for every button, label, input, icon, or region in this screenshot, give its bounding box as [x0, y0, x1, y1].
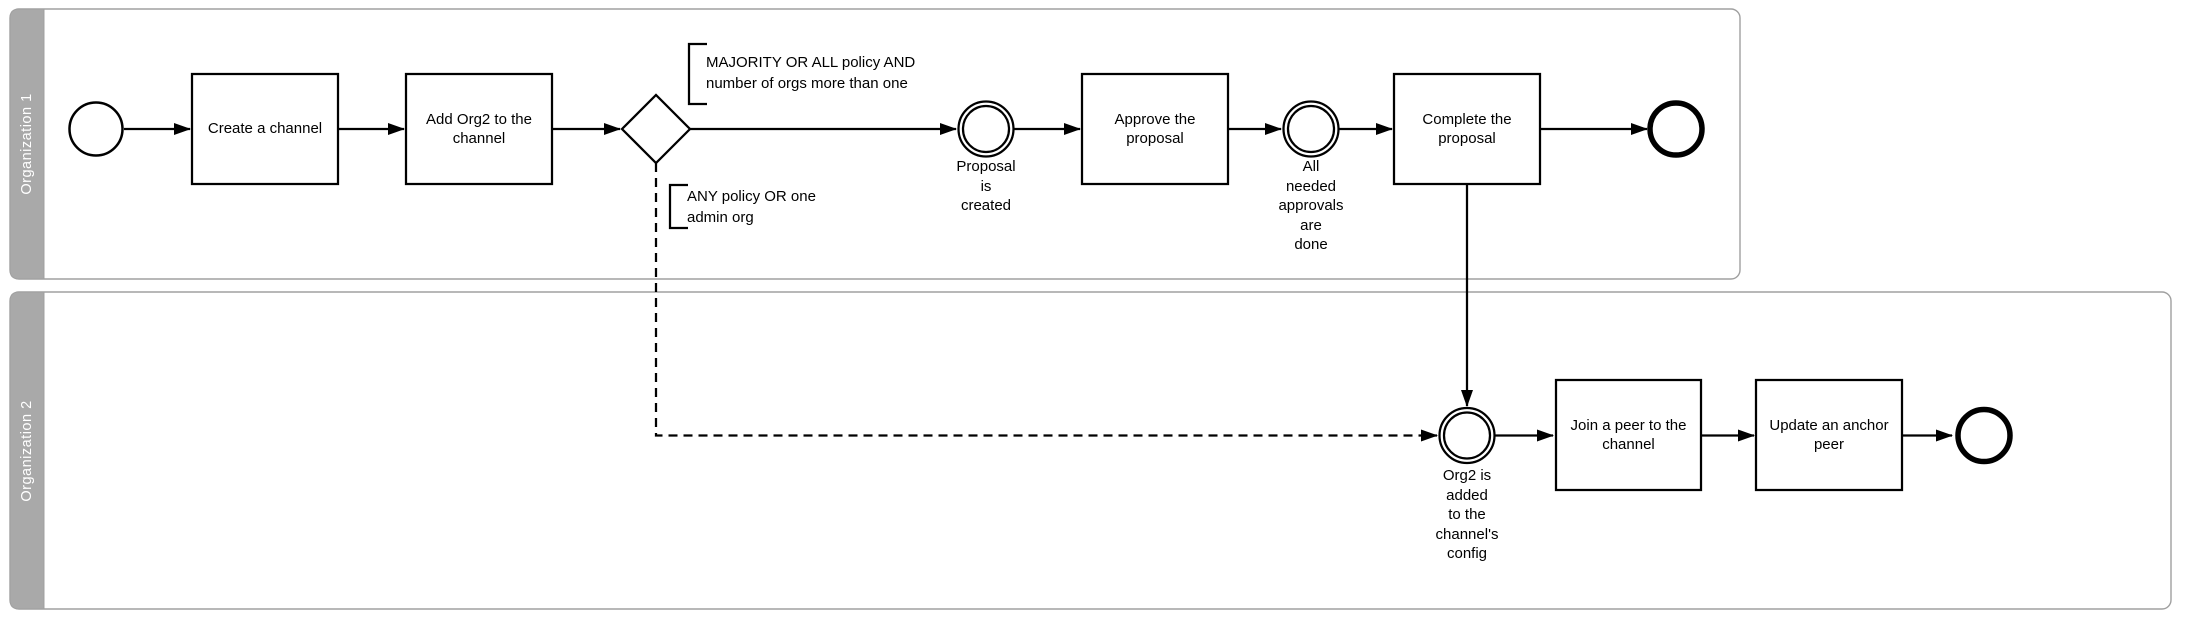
task-complete-proposal [1392, 72, 1542, 186]
lane-organization-1-label: Organization 1 [18, 93, 35, 195]
start-event [68, 101, 124, 157]
task-create-channel [190, 72, 340, 186]
gateway-policy-decision [620, 93, 692, 165]
task-add-org2-label: Add Org2 to the channel [426, 110, 532, 148]
flow-gateway-to-org2-added-dashed [654, 163, 1438, 442]
annotation-majority-policy: MAJORITY OR ALL policy AND number of org… [706, 54, 916, 92]
task-create-channel-label: Create a channel [207, 120, 323, 138]
task-approve-proposal [1080, 72, 1230, 186]
annotation-any-policy: ANY policy OR one admin org [687, 188, 816, 226]
task-update-anchor-peer-label: Update an anchor peer [1769, 416, 1889, 454]
end-event-org2 [1955, 406, 2013, 465]
task-update-anchor-peer [1754, 378, 1904, 492]
event-approvals-done-label: All needed approvals are done [1278, 158, 1344, 253]
lane-organization-2-label: Organization 2 [18, 400, 35, 502]
task-approve-proposal-label: Approve the proposal [1114, 110, 1196, 148]
event-approvals-done [1282, 100, 1340, 158]
lane-organization-1-title-band [9, 8, 45, 280]
task-add-org2 [404, 72, 554, 186]
event-proposal-created-label: Proposal is created [956, 158, 1016, 214]
annotation-bracket-majority [687, 42, 707, 106]
event-proposal-created [957, 100, 1015, 158]
lane-organization-2-title-band [9, 291, 45, 610]
annotation-bracket-any [668, 183, 688, 230]
task-join-peer-label: Join a peer to the channel [1570, 416, 1687, 454]
event-org2-added [1438, 406, 1496, 465]
end-event-org1 [1647, 100, 1705, 158]
event-org2-added-label: Org2 is added to the channel's config [1435, 467, 1499, 562]
task-join-peer [1554, 378, 1703, 492]
task-complete-proposal-label: Complete the proposal [1422, 110, 1512, 148]
